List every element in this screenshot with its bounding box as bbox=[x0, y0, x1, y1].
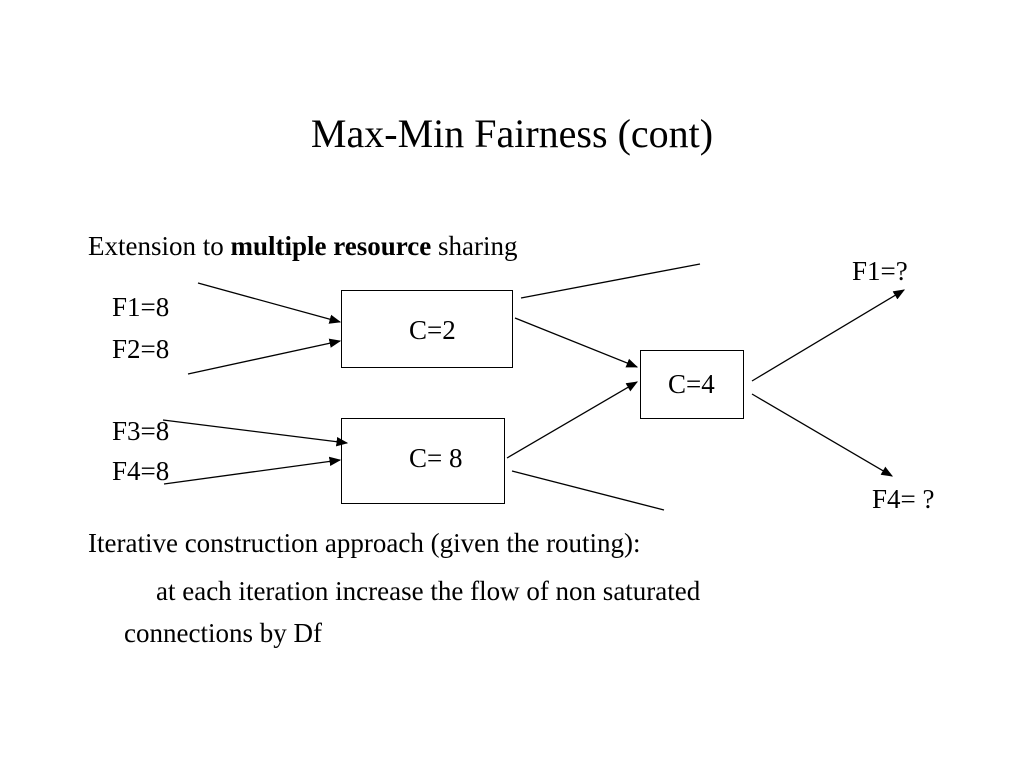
flow-label-f2-in: F2=8 bbox=[112, 334, 170, 364]
arrow-f4-into-lower bbox=[163, 456, 342, 485]
extension-prefix: Extension to bbox=[88, 231, 231, 261]
link-capacity-lower: C= 8 bbox=[409, 443, 463, 473]
arrow-upper-to-shared bbox=[514, 317, 639, 368]
slide-title: Max-Min Fairness (cont) bbox=[310, 111, 714, 156]
flow-label-f1-in: F1=8 bbox=[112, 292, 170, 322]
line-lower-exit bbox=[511, 470, 665, 511]
arrow-f2-into-upper bbox=[187, 338, 342, 375]
extension-bold: multiple resource bbox=[230, 231, 432, 261]
arrow-f3-into-lower bbox=[162, 419, 349, 447]
flow-label-f4-out: F4= ? bbox=[872, 484, 935, 514]
extension-suffix: sharing bbox=[431, 231, 518, 261]
link-box-upper: C=2 bbox=[341, 290, 513, 368]
arrow-shared-to-f1 bbox=[751, 289, 906, 382]
arrow-lower-to-shared bbox=[506, 381, 639, 459]
link-box-shared: C=4 bbox=[640, 350, 744, 419]
approach-text: Iterative construction approach (given t… bbox=[88, 528, 641, 558]
extension-text: Extension to multiple resource sharing bbox=[88, 231, 517, 262]
flow-label-f1-out: F1=? bbox=[852, 256, 908, 286]
link-box-lower: C= 8 bbox=[341, 418, 505, 504]
detail-line-2: connections by Df bbox=[124, 618, 322, 648]
arrow-f1-into-upper bbox=[197, 282, 342, 324]
link-capacity-upper: C=2 bbox=[409, 315, 456, 345]
flow-label-f3-in: F3=8 bbox=[112, 416, 170, 446]
arrow-shared-to-f4 bbox=[751, 393, 894, 477]
flow-label-f4-in: F4=8 bbox=[112, 456, 170, 486]
detail-line-1: at each iteration increase the flow of n… bbox=[156, 576, 701, 606]
line-upper-exit bbox=[520, 263, 701, 299]
link-capacity-shared: C=4 bbox=[668, 369, 715, 399]
